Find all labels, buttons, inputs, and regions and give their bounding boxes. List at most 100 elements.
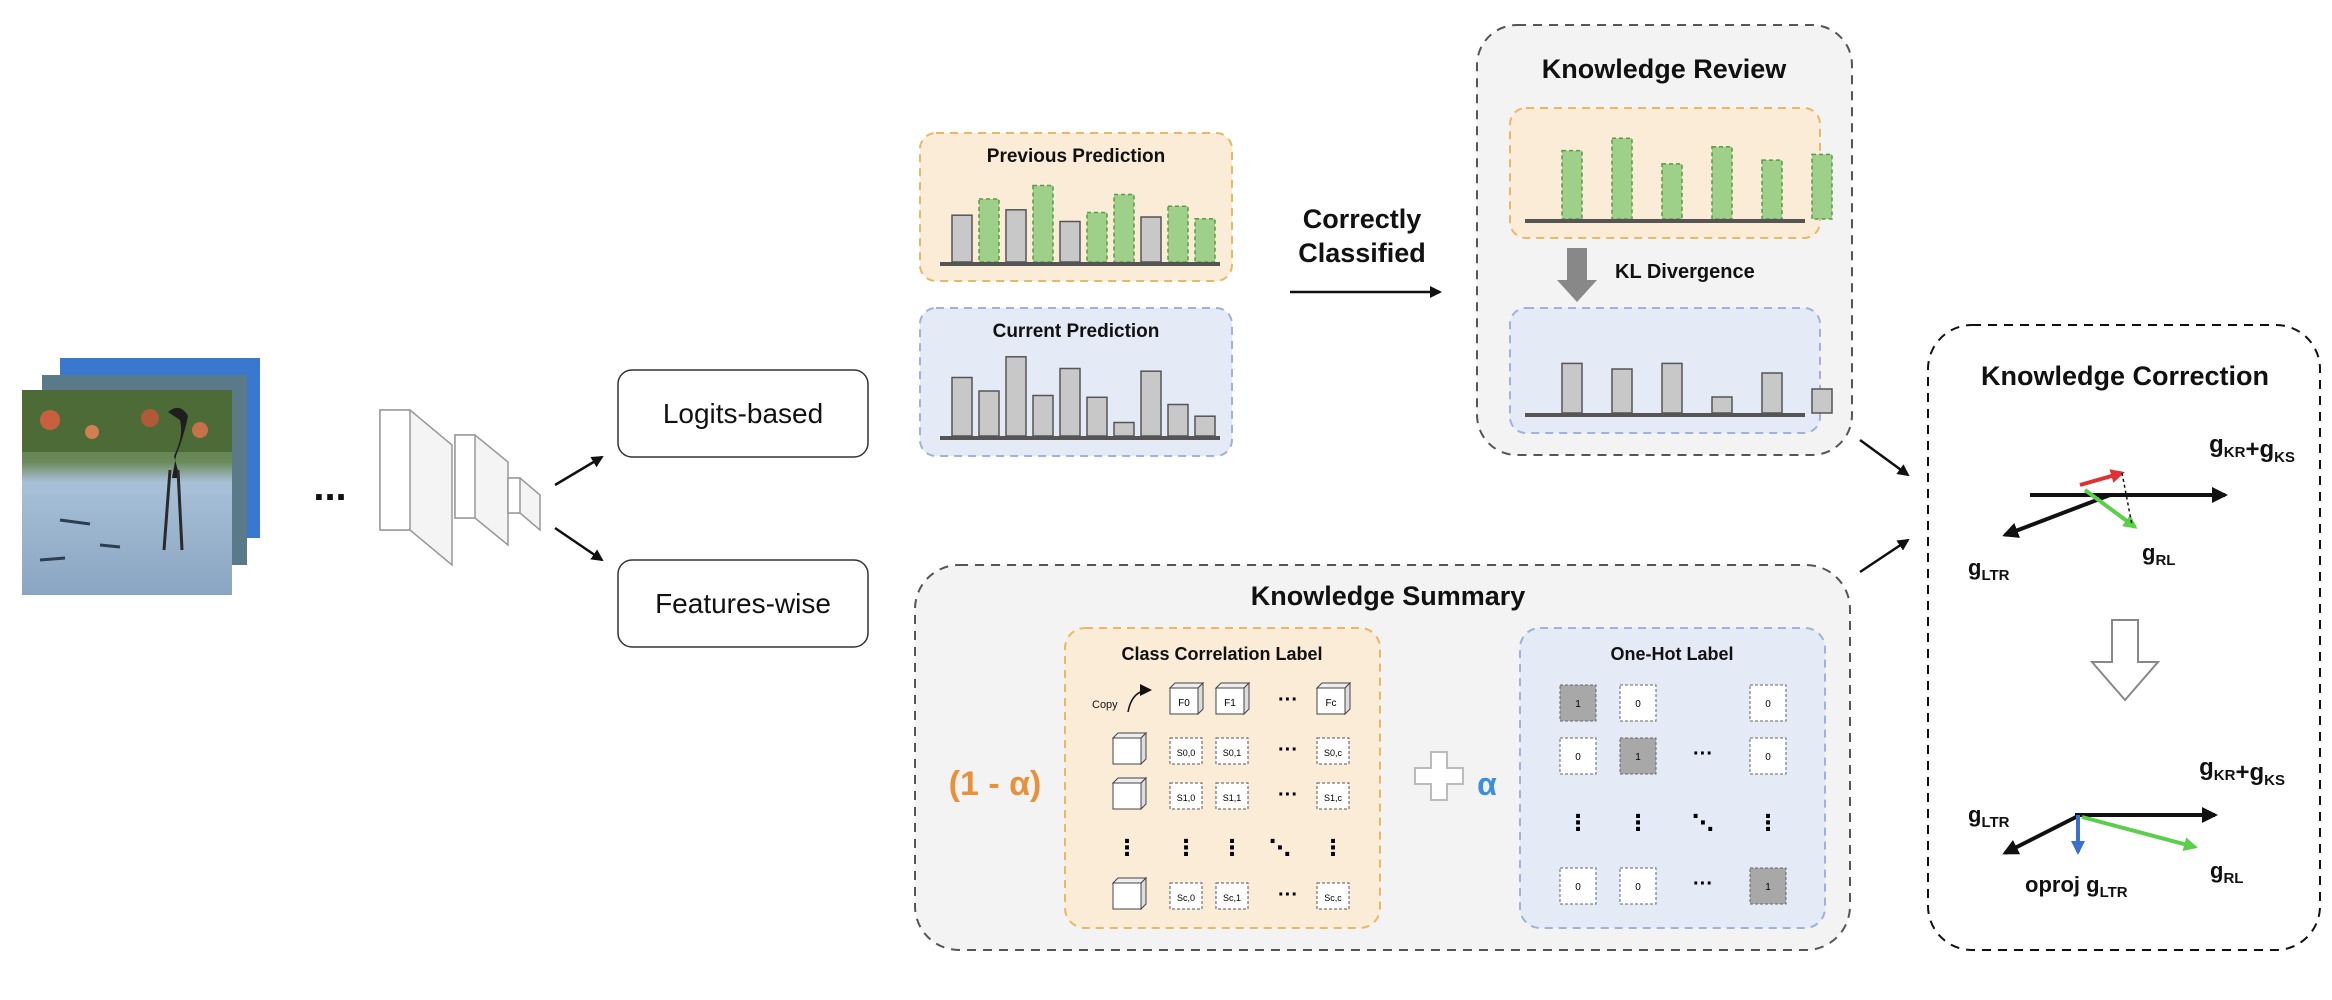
classified-label: Classified <box>1298 238 1426 268</box>
svg-text:S1,c: S1,c <box>1324 793 1343 803</box>
ddots-cell: ⋱ <box>1269 835 1291 860</box>
cell-s01: S0,1 <box>1215 737 1249 765</box>
svg-text:Sc,0: Sc,0 <box>1177 893 1195 903</box>
oh-cell-1-c: 1 <box>1749 867 1787 905</box>
svg-text:S1,1: S1,1 <box>1223 793 1242 803</box>
previous-prediction-bar <box>951 214 973 263</box>
kl-divergence-arrow <box>1557 248 1597 302</box>
current-prediction-bar <box>1086 396 1108 437</box>
cell-s11: S1,1 <box>1215 782 1249 810</box>
row-cube-c <box>1111 876 1148 911</box>
copy-arrow <box>1127 684 1152 713</box>
svg-text:F0: F0 <box>1178 698 1190 709</box>
features-wise-box <box>617 559 869 648</box>
oh-cell-0-e: 0 <box>1559 867 1597 905</box>
svg-text:Sc,1: Sc,1 <box>1223 893 1241 903</box>
previous-prediction-bars <box>951 184 1216 263</box>
previous-prediction-bar <box>1113 193 1135 263</box>
previous-prediction-bar <box>1005 209 1027 263</box>
current-prediction-bar <box>1005 356 1027 437</box>
top-ltr-vector <box>2002 493 2111 538</box>
oh-cell-1-1: 1 <box>1619 737 1657 775</box>
current-prediction-bar <box>1167 403 1189 437</box>
header-dots: ··· <box>1278 689 1298 711</box>
input-image-stack <box>22 358 260 595</box>
review-top-bars <box>1561 137 1833 220</box>
cell-s00: S0,0 <box>1169 737 1203 765</box>
one-hot-title: One-Hot Label <box>1610 644 1733 664</box>
oh-vdots-2: ⋮ <box>1757 810 1779 835</box>
review-bottom-bar <box>1761 372 1783 414</box>
vdots-col0: ⋮ <box>1116 835 1138 860</box>
svg-text:0: 0 <box>1635 882 1641 893</box>
logits-based-box <box>617 369 869 458</box>
bottom-sum-label: gKR+gKS <box>2199 754 2285 789</box>
cell-s1c: S1,c <box>1316 782 1350 810</box>
arrow-to-logits <box>554 455 604 487</box>
svg-text:Fc: Fc <box>1325 698 1336 709</box>
oh-rowc-dots: ··· <box>1693 873 1713 895</box>
svg-text:1: 1 <box>1765 882 1771 893</box>
current-prediction-bar <box>1113 421 1135 437</box>
top-projection-line <box>2121 472 2133 526</box>
network-icon <box>379 409 541 567</box>
svg-text:S1,0: S1,0 <box>1177 793 1196 803</box>
svg-text:0: 0 <box>1635 699 1641 710</box>
review-bottom-bar <box>1661 362 1683 414</box>
knowledge-summary-title: Knowledge Summary <box>1251 581 1526 611</box>
oproj-label: oproj gLTR <box>2025 872 2128 901</box>
review-top-bar <box>1811 153 1833 220</box>
previous-prediction-title: Previous Prediction <box>987 146 1165 167</box>
current-prediction-bar <box>1194 415 1216 437</box>
features-wise-label: Features-wise <box>655 588 831 619</box>
top-rl-vector <box>2083 488 2138 529</box>
review-bottom-bar <box>1561 362 1583 414</box>
arrow-to-features <box>554 526 604 562</box>
row1-dots: ··· <box>1278 739 1298 761</box>
oh-vdots-0: ⋮ <box>1567 810 1589 835</box>
row-cube-1 <box>1111 776 1148 811</box>
top-red-vector <box>2079 469 2125 487</box>
previous-prediction-bar <box>978 198 1000 263</box>
bottom-ltr-label: gLTR <box>1968 802 2010 831</box>
review-bottom-bar <box>1811 388 1833 414</box>
review-bottom-bar <box>1611 368 1633 414</box>
review-top-bar <box>1611 137 1633 220</box>
rowc-dots: ··· <box>1278 884 1298 906</box>
previous-prediction-bar <box>1194 218 1216 263</box>
oh-cell-0-c: 0 <box>1559 737 1597 775</box>
knowledge-correction-title: Knowledge Correction <box>1981 361 2269 391</box>
cell-sc1: Sc,1 <box>1215 882 1249 910</box>
svg-text:S0,1: S0,1 <box>1223 748 1242 758</box>
bottom-rl-vector <box>2081 815 2198 851</box>
logits-based-label: Logits-based <box>663 398 823 429</box>
review-bottom-bars <box>1561 362 1833 414</box>
review-top-bar <box>1711 146 1733 220</box>
svg-text:0: 0 <box>1765 699 1771 710</box>
bird-photo <box>22 390 232 595</box>
correction-down-arrow <box>2089 619 2161 702</box>
svg-text:0: 0 <box>1765 752 1771 763</box>
knowledge-review-panel: Knowledge Review KL Divergence <box>1476 24 1853 456</box>
previous-prediction-bar <box>1059 220 1081 263</box>
previous-prediction-bar <box>1086 211 1108 263</box>
cell-s0c: S0,c <box>1316 737 1350 765</box>
class-correlation-panel <box>1064 627 1381 929</box>
oh-cell-1-0: 1 <box>1559 684 1597 722</box>
review-bottom-bar <box>1711 396 1733 414</box>
one-minus-alpha-coef: (1 - α) <box>949 765 1042 803</box>
oh-cell-0-f: 0 <box>1619 867 1657 905</box>
current-prediction-bar <box>1032 394 1054 437</box>
row2-dots: ··· <box>1278 784 1298 806</box>
oh-row2-dots: ··· <box>1693 743 1713 765</box>
current-prediction-panel: Current Prediction <box>919 307 1233 457</box>
svg-text:0: 0 <box>1575 882 1581 893</box>
svg-text:Sc,c: Sc,c <box>1324 893 1342 903</box>
correctly-label: Correctly <box>1303 204 1422 234</box>
knowledge-review-title: Knowledge Review <box>1542 54 1788 84</box>
cell-s10: S1,0 <box>1169 782 1203 810</box>
kl-divergence-label: KL Divergence <box>1615 261 1755 283</box>
knowledge-summary-panel: Knowledge Summary (1 - α) Class Correlat… <box>914 564 1851 951</box>
arrow-summary-to-correction <box>1859 538 1910 574</box>
